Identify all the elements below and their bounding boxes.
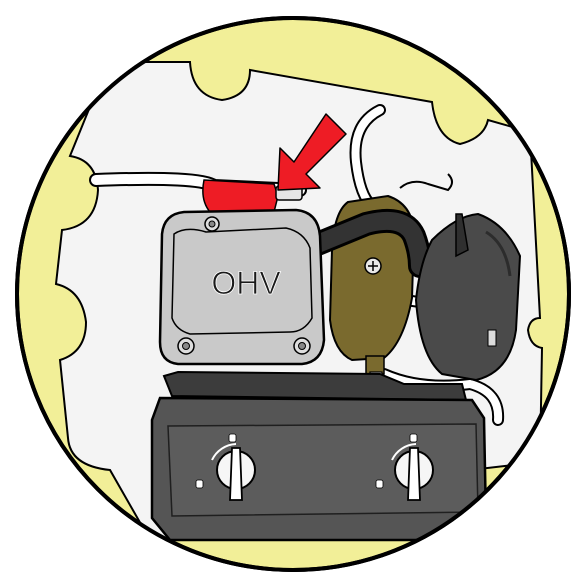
highlighted-part xyxy=(203,180,278,212)
cover-label: OHV xyxy=(211,265,281,301)
control-panel xyxy=(152,372,486,540)
cylinder-cover: OHV xyxy=(160,210,324,364)
